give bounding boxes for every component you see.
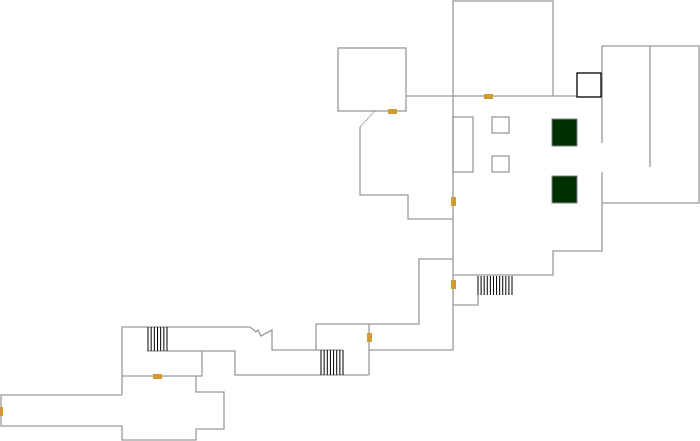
pillars: [551, 72, 602, 204]
wall-south-room: [0, 376, 225, 441]
door-icon[interactable]: [451, 280, 456, 289]
door-icon[interactable]: [0, 407, 3, 416]
pillar-icon: [551, 175, 578, 204]
door-icon[interactable]: [388, 109, 397, 114]
wall-east-lower: [453, 172, 603, 276]
wall-middle-hall: [121, 326, 343, 395]
table-2: [491, 155, 510, 173]
pillar-icon: [551, 118, 578, 147]
wall-east-wing-upper: [601, 45, 700, 204]
wall-middle-hall-bottom: [147, 350, 369, 376]
stairs-icon[interactable]: [147, 327, 168, 351]
door-icon[interactable]: [153, 374, 162, 379]
wall-northwest-room: [337, 47, 407, 112]
wall-southwest-room: [122, 351, 203, 377]
doors: [0, 94, 493, 416]
marker-square-icon[interactable]: [576, 72, 602, 98]
door-icon[interactable]: [484, 94, 493, 99]
wall-north-room: [452, 0, 554, 350]
stairs-icon[interactable]: [477, 276, 513, 295]
wall-stair-landing: [453, 295, 479, 306]
wall-south-passage: [315, 258, 453, 350]
stairs-icon[interactable]: [320, 350, 344, 375]
wall-west-hall: [359, 127, 453, 220]
stairs: [147, 276, 513, 375]
wall-diagonal: [359, 110, 376, 128]
door-icon[interactable]: [451, 197, 456, 206]
door-icon[interactable]: [367, 333, 372, 342]
counter: [452, 116, 474, 173]
table-1: [491, 116, 510, 134]
